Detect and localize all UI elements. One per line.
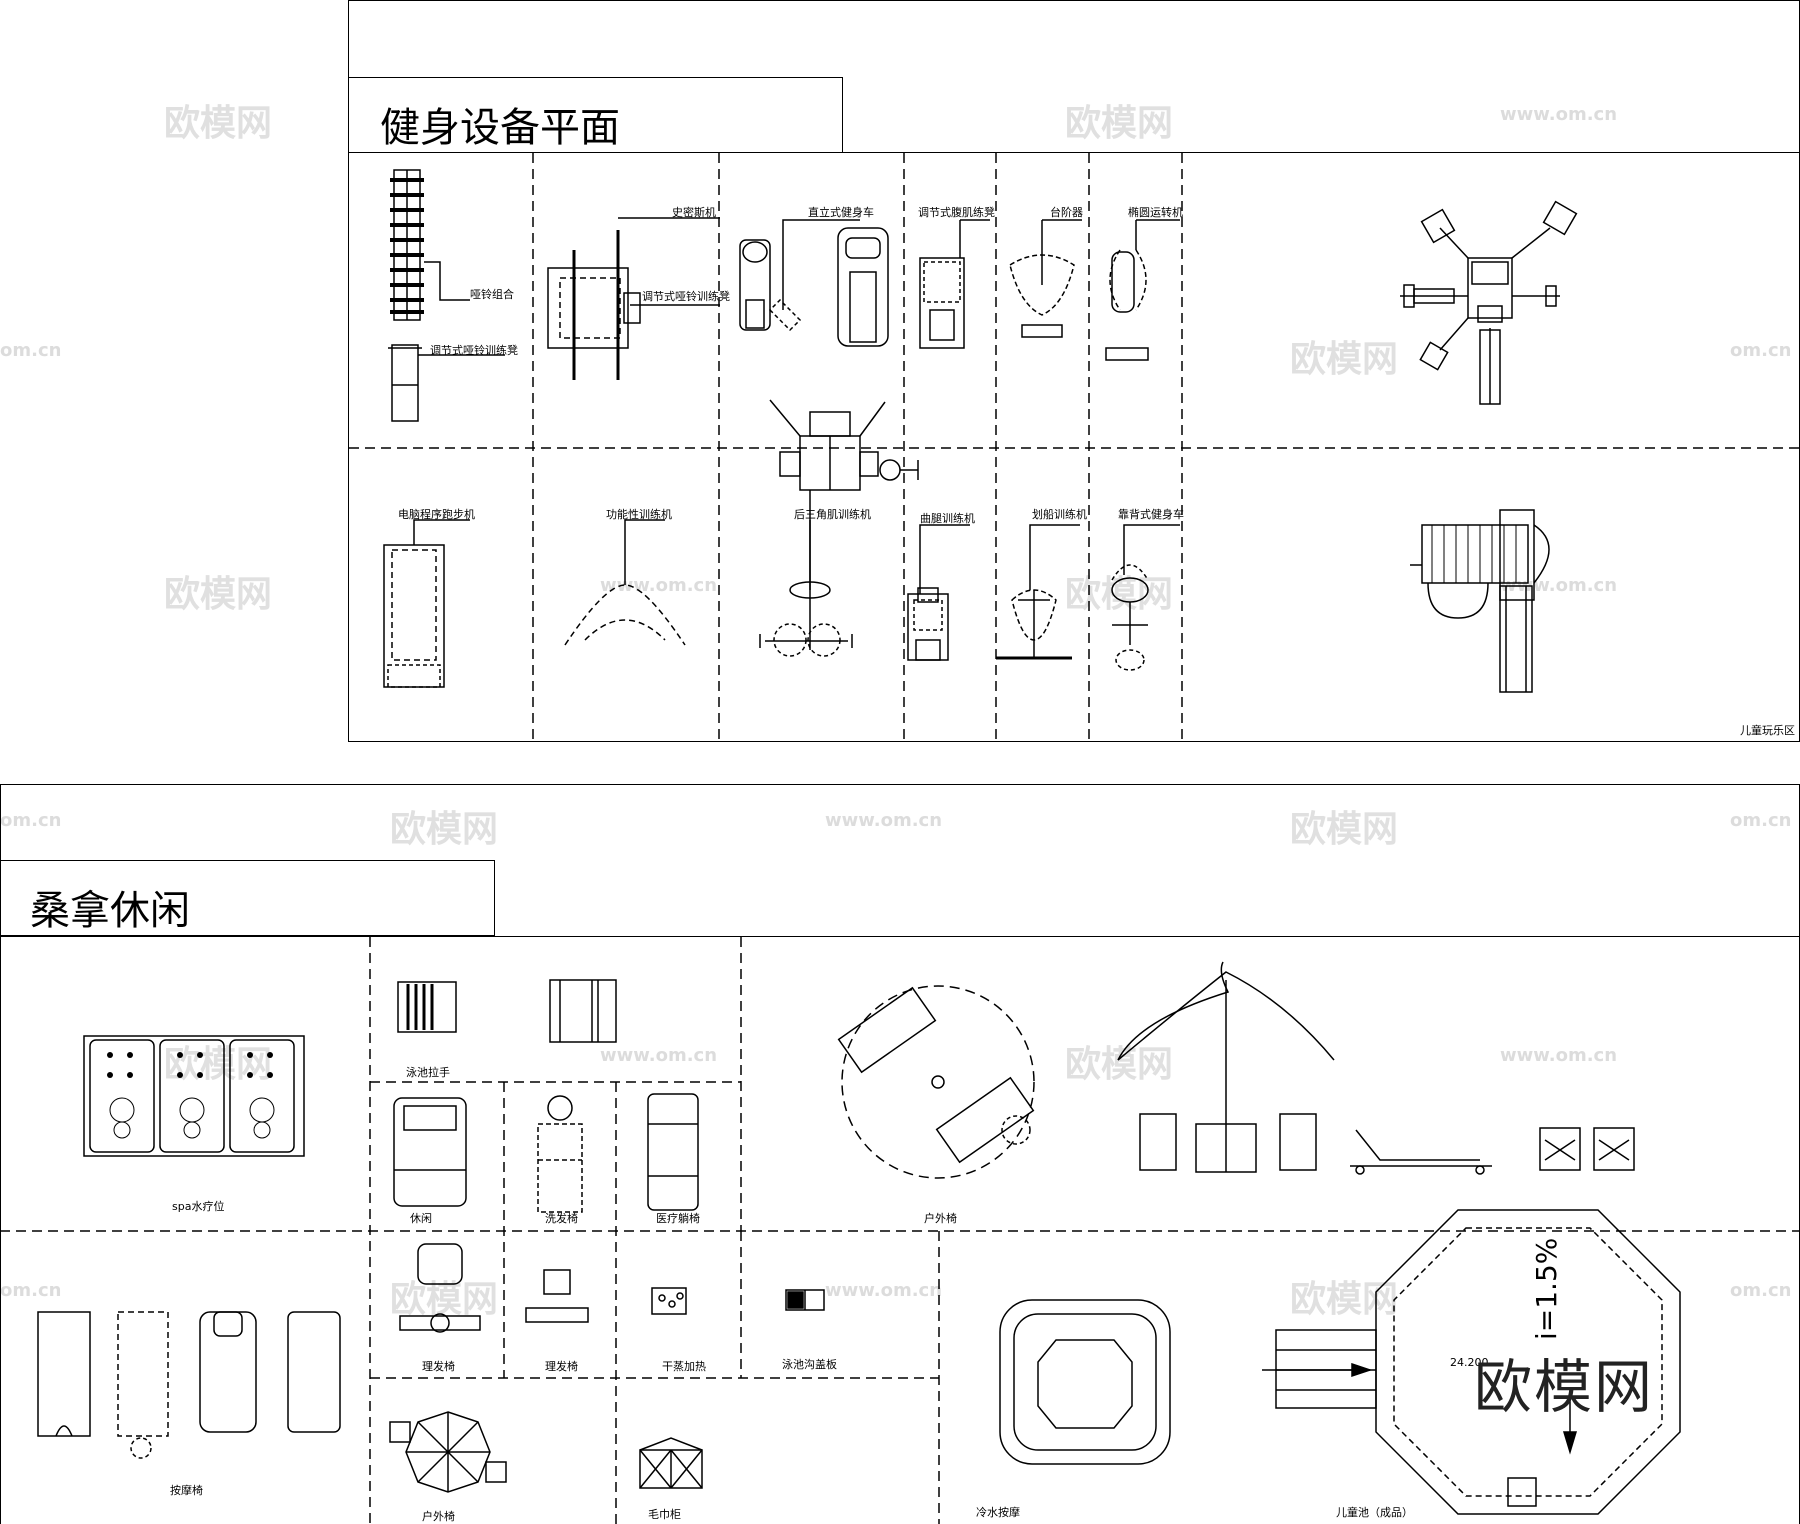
label-triceps-trainer: 后三角肌训练机 <box>794 508 871 521</box>
label-lounge: 休闲 <box>410 1212 432 1225</box>
rowing-symbol <box>996 524 1080 660</box>
label-treadmill: 电脑程序跑步机 <box>398 508 475 521</box>
garden-chairs-symbol <box>1539 1127 1635 1171</box>
label-leg-curl: 曲腿训练机 <box>920 512 975 525</box>
label-barber-chair-2: 理发椅 <box>545 1360 578 1373</box>
label-medical-recliner: 医疗躺椅 <box>656 1212 700 1225</box>
label-cold-massage: 冷水按摩 <box>976 1506 1020 1519</box>
corner-brand-logo: 欧模网 <box>1474 1353 1655 1421</box>
leg-curl-symbol <box>907 524 970 661</box>
multi-station-trainer-symbol <box>1400 200 1578 405</box>
massage-chairs-symbol <box>37 1311 341 1459</box>
label-outdoor-chair-2: 户外椅 <box>422 1510 455 1523</box>
functional-trainer-symbol <box>564 519 686 646</box>
lounge-chair-symbol <box>393 1097 467 1207</box>
fitness-title-box <box>348 77 843 153</box>
label-pool-gutter-cover: 泳池沟盖板 <box>782 1358 837 1371</box>
label-dry-steam: 干蒸加热 <box>662 1360 706 1373</box>
label-adjustable-bench-2: 调节式哑铃训练凳 <box>642 290 730 303</box>
label-pool-handrail: 泳池拉手 <box>406 1066 450 1079</box>
sauna-grid-top-rule <box>0 936 1800 937</box>
cold-massage-pool-symbol <box>999 1299 1171 1465</box>
fitness-grid-lines <box>349 153 1800 742</box>
label-elliptical: 椭圆运转机 <box>1128 206 1183 219</box>
label-pool-slope: i=1.5% <box>1530 1237 1563 1340</box>
label-spa: spa水疗位 <box>172 1200 225 1213</box>
barber-chair-symbol <box>525 1269 589 1323</box>
dry-steam-symbol <box>651 1287 687 1315</box>
fitness-title: 健身设备平面 <box>380 105 620 151</box>
sauna-title-box <box>0 860 495 936</box>
label-dumbbell-set: 哑铃组合 <box>470 288 514 301</box>
outdoor-chair-circle-symbol <box>837 985 1035 1179</box>
label-outdoor-chair-1: 户外椅 <box>924 1212 957 1225</box>
label-rowing: 划船训练机 <box>1032 508 1087 521</box>
label-upright-bike: 直立式健身车 <box>808 206 874 219</box>
sunlounger-symbol <box>1350 1129 1492 1175</box>
outdoor-umbrella-set-symbol <box>389 1411 507 1493</box>
label-adjustable-bench-1: 调节式哑铃训练凳 <box>430 344 518 357</box>
barber-chair-symbol <box>399 1243 481 1333</box>
label-kids-pool: 儿童池（成品） <box>1336 1506 1413 1519</box>
label-stepper: 台阶器 <box>1050 206 1083 219</box>
treadmill-symbol <box>383 519 470 688</box>
sauna-title: 桑拿休闲 <box>30 888 190 934</box>
label-smith-machine: 史密斯机 <box>672 206 716 219</box>
label-functional-trainer: 功能性训练机 <box>606 508 672 521</box>
umbrella-table-set-symbol <box>1117 961 1335 1173</box>
triceps-trainer-symbol <box>759 399 919 657</box>
medical-recliner-symbol <box>647 1093 699 1211</box>
ab-bench-symbol <box>919 219 990 349</box>
towel-cabinet-symbol <box>639 1437 703 1489</box>
pool-handrail-symbol <box>397 979 617 1043</box>
shampoo-chair-symbol <box>537 1095 583 1213</box>
kids-play-symbol <box>1410 509 1550 693</box>
spa-chairs-symbol <box>83 1035 305 1157</box>
adjustable-bench-symbol <box>388 344 505 422</box>
sauna-grid-lines <box>0 937 1800 1524</box>
recumbent-bike-symbol <box>1111 524 1180 671</box>
label-recumbent-bike: 靠背式健身车 <box>1118 508 1184 521</box>
elliptical-symbol <box>1105 219 1180 361</box>
label-barber-chair-1: 理发椅 <box>422 1360 455 1373</box>
fitness-grid-top-rule <box>348 152 1800 153</box>
upright-bike-symbol <box>739 219 860 332</box>
dumbbell-rack-symbol <box>390 169 470 321</box>
kids-pool-symbol <box>1262 1209 1681 1515</box>
label-towel-cabinet: 毛巾柜 <box>648 1508 681 1521</box>
label-pool-dim: 24.200 <box>1450 1356 1489 1369</box>
pool-gutter-cover-symbol <box>785 1289 825 1311</box>
label-shampoo-chair: 洗发椅 <box>545 1212 578 1225</box>
upright-treadmill-symbol <box>837 227 889 347</box>
label-massage-chair: 按摩椅 <box>170 1484 203 1497</box>
stepper-symbol <box>1009 219 1082 338</box>
smith-machine-symbol <box>547 217 720 380</box>
label-kids-play: 儿童玩乐区 <box>1740 724 1795 737</box>
label-adjustable-ab-bench: 调节式腹肌练凳 <box>918 206 995 219</box>
